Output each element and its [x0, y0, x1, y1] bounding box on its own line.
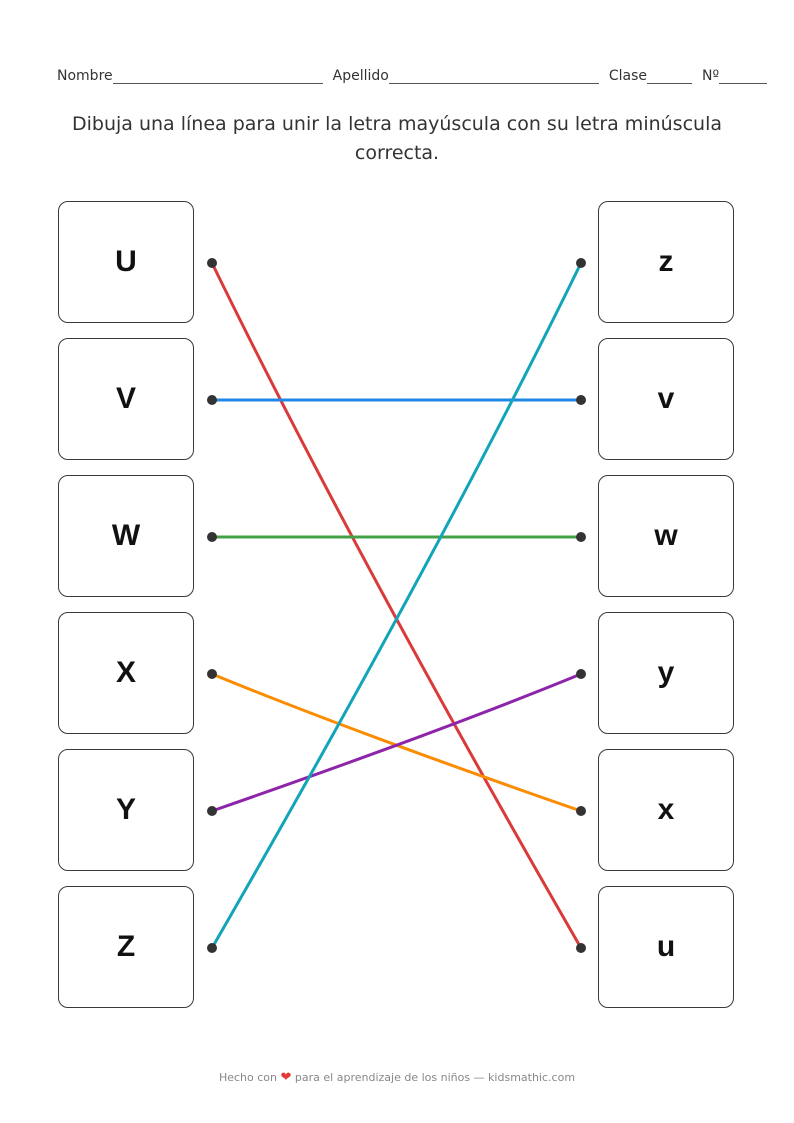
right-connector-dot[interactable] [576, 806, 586, 816]
left-connector-dot[interactable] [207, 806, 217, 816]
footer: Hecho con ❤ para el aprendizaje de los n… [0, 1070, 794, 1085]
student-info-header: Nombre Apellido Clase Nº [57, 68, 777, 84]
lowercase-box-u: u [598, 886, 734, 1008]
left-connector-dot[interactable] [207, 395, 217, 405]
uppercase-box-z: Z [58, 886, 194, 1008]
number-label: Nº [701, 68, 720, 84]
match-line-y [210, 672, 583, 813]
right-connector-dot[interactable] [576, 395, 586, 405]
footer-text-before: Hecho con [218, 1071, 278, 1084]
heart-icon: ❤ [280, 1070, 292, 1085]
name-label: Nombre [57, 68, 113, 84]
left-connector-dot[interactable] [207, 532, 217, 542]
left-connector-dot[interactable] [207, 943, 217, 953]
class-field[interactable] [646, 69, 692, 84]
instructions-text: Dibuja una línea para unir la letra mayú… [71, 113, 722, 164]
left-connector-dot[interactable] [207, 258, 217, 268]
match-line-z [210, 261, 583, 950]
lowercase-box-y: y [598, 612, 734, 734]
lowercase-box-v: v [598, 338, 734, 460]
right-connector-dot[interactable] [576, 669, 586, 679]
lowercase-box-z: z [598, 201, 734, 323]
match-line-u [210, 261, 583, 950]
surname-field[interactable] [388, 69, 599, 84]
number-field[interactable] [719, 69, 768, 84]
footer-text-after: para el aprendizaje de los niños — kidsm… [294, 1071, 576, 1084]
uppercase-box-v: V [58, 338, 194, 460]
match-line-x [210, 672, 583, 813]
name-field[interactable] [112, 69, 323, 84]
surname-label: Apellido [332, 68, 389, 84]
right-connector-dot[interactable] [576, 943, 586, 953]
uppercase-box-x: X [58, 612, 194, 734]
lowercase-box-w: w [598, 475, 734, 597]
right-connector-dot[interactable] [576, 258, 586, 268]
left-connector-dot[interactable] [207, 669, 217, 679]
uppercase-box-w: W [58, 475, 194, 597]
lowercase-box-x: x [598, 749, 734, 871]
uppercase-box-y: Y [58, 749, 194, 871]
class-label: Clase [608, 68, 647, 84]
uppercase-box-u: U [58, 201, 194, 323]
right-connector-dot[interactable] [576, 532, 586, 542]
